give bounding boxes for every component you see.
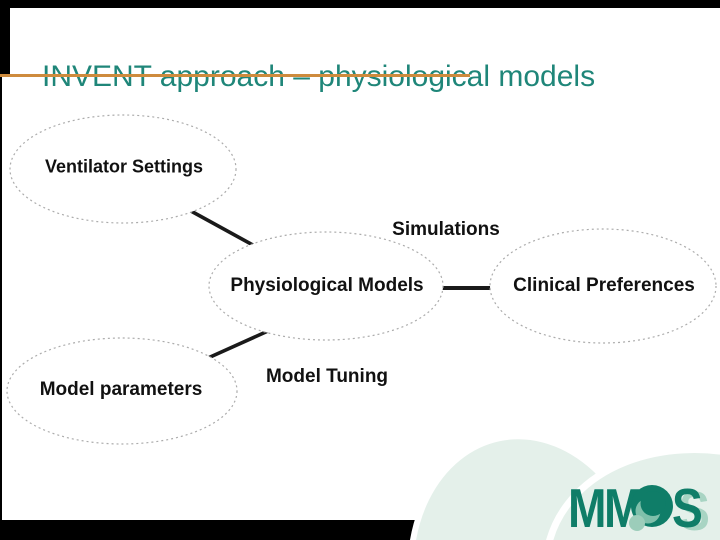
logo-letters-mm: MM <box>568 478 640 539</box>
node-ellipse-clinical-preferences <box>489 228 717 344</box>
logo-swirl-disc <box>629 485 673 531</box>
node-label-clinical-preferences: Clinical Preferences <box>513 275 695 296</box>
edge-parameters-to-physiological <box>206 329 270 360</box>
frame-left-edge <box>0 8 2 520</box>
node-label-ventilator-settings: Ventilator Settings <box>44 156 204 177</box>
logo-swirl-tail <box>629 515 645 531</box>
logo-letter-s-shadow: S <box>679 480 710 540</box>
frame-top-bar <box>0 0 720 8</box>
node-ellipse-ventilator-settings <box>9 114 237 224</box>
slide-title: INVENT approach – physiological models <box>42 60 596 94</box>
logo-letter-s: S <box>672 478 703 539</box>
node-ellipse-physiological-models <box>208 231 444 341</box>
node-label-physiological-models: Physiological Models <box>230 275 424 296</box>
mmds-logo: MM S S <box>568 478 710 540</box>
annotation-label-simulations: Simulations <box>392 219 500 240</box>
title-underline-rule <box>0 74 470 77</box>
annotation-label-model-tuning: Model Tuning <box>265 366 389 387</box>
logo-swirl-dark-core <box>640 491 666 516</box>
frame-left-corner <box>0 0 10 77</box>
node-label-model-parameters: Model parameters <box>39 379 203 400</box>
node-ellipse-model-parameters <box>6 337 238 445</box>
edge-ventilator-to-physiological <box>178 203 264 252</box>
